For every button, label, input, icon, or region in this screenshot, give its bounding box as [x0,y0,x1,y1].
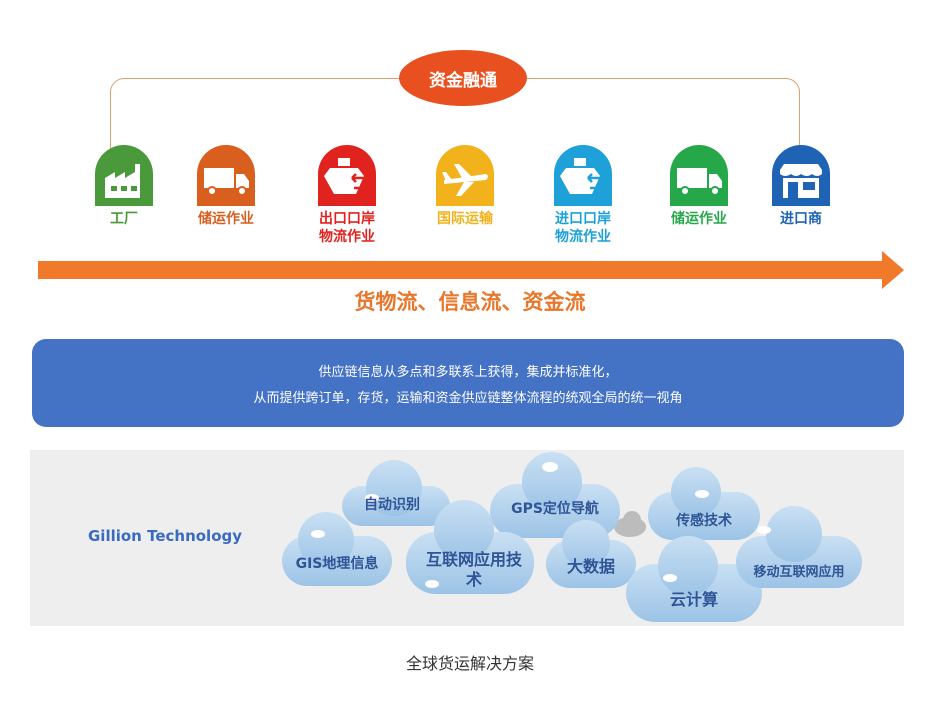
stage-label-line: 国际运输 [437,211,493,227]
stage-storage-1: 储运作业 [166,144,286,228]
cloud-auto-identification [342,460,450,526]
cloud-label-auto-id: 自动识别 [350,494,434,514]
cloud-label-line: 术 [465,570,482,589]
factory-icon [95,145,153,206]
stage-label-line: 出口口岸 [319,211,375,227]
flow-label: 货物流、信息流、资金流 [354,290,586,314]
stage-label-line: 物流作业 [319,229,375,245]
cloud-small-gray [614,511,646,537]
stage-label-line: 进口商 [780,211,822,227]
cloud-label-line: 互联网应用技 [425,550,522,569]
cloud-big-data [546,520,636,588]
info-line-1: 供应链信息从多点和多联系上获得，集成并标准化， [318,365,618,380]
cloud-label-line: 传感技术 [676,513,732,529]
info-box: 供应链信息从多点和多联系上获得，集成并标准化， 从而提供跨订单，存货，运输和资金… [32,339,904,427]
cloud-gis [282,512,392,586]
truck-icon [670,145,728,206]
cloud-cluster [282,452,862,622]
company-name: Gillion Technology [88,527,243,545]
cloud-label-mobile-internet: 移动互联网应用 [736,561,862,580]
stage-import-port: 进口口岸 物流作业 [523,144,643,246]
stage-storage-2: 储运作业 [639,144,759,228]
stage-factory: 工厂 [64,144,184,228]
info-line-2: 从而提供跨订单，存货，运输和资金供应链整体流程的统观全局的统一视角 [253,391,683,406]
stage-importer: 进口商 [741,144,861,228]
cloud-label-big-data: 大数据 [546,553,636,577]
stage-label-line: 储运作业 [198,211,254,227]
cloud-label-line: 云计算 [669,590,718,609]
cloud-label-line: GIS地理信息 [295,556,379,572]
cloud-label-line: 移动互联网应用 [753,565,845,580]
finance-label: 资金融通 [429,70,497,91]
cloud-label-internet-tech: 互联网应用技 术 [410,550,538,590]
ship-icon [318,145,376,206]
cloud-label-cloud-computing: 云计算 [626,586,762,610]
stage-label-line: 储运作业 [671,211,727,227]
stage-label-line: 物流作业 [555,229,611,245]
truck-icon [197,145,255,206]
cloud-label-gis: GIS地理信息 [282,553,392,573]
flow-arrow [38,251,904,289]
cloud-cloud-computing [626,536,762,622]
stage-label-line: 工厂 [110,211,138,227]
cloud-label-line: 自动识别 [364,497,420,513]
cloud-label-gps: GPS定位导航 [490,498,620,518]
stage-export-port: 出口口岸 物流作业 [287,144,407,246]
ship-icon [554,145,612,206]
cloud-label-sensing: 传感技术 [648,510,760,530]
finance-badge: 资金融通 [399,50,527,106]
page-caption: 全球货运解决方案 [405,654,534,673]
cloud-label-line: 大数据 [566,557,615,576]
cloud-mobile-internet [736,506,862,588]
cloud-label-line: GPS定位导航 [511,501,599,517]
stage-international-transport: 国际运输 [405,144,525,228]
cloud-internet-tech [406,500,534,594]
stage-label-line: 进口口岸 [555,211,611,227]
store-icon [772,145,830,206]
airplane-icon [436,145,494,206]
